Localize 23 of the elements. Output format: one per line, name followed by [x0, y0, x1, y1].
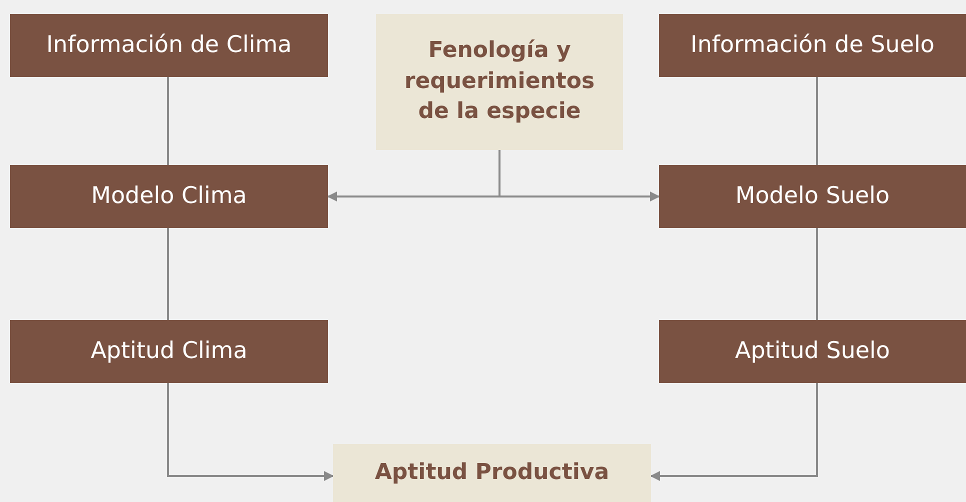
highlight-box: [376, 14, 623, 150]
process-box: [10, 14, 328, 77]
connector-line: [816, 77, 818, 165]
box-label: Aptitud Productiva: [374, 458, 610, 487]
process-box: [10, 165, 328, 228]
arrow: [167, 383, 334, 481]
process-box: [659, 320, 966, 383]
box-label: Información de Clima: [46, 31, 292, 60]
arrow: [498, 150, 660, 202]
box-label: Aptitud Suelo: [734, 337, 890, 366]
connector-line: [167, 77, 169, 165]
process-box: [10, 320, 328, 383]
arrow: [650, 383, 818, 481]
box-label: Modelo Clima: [91, 182, 247, 212]
box-label: Modelo Suelo: [735, 182, 890, 212]
box-label: Fenología y requerimientos de la especie: [403, 36, 596, 126]
connector-line: [167, 228, 169, 320]
process-box: [659, 14, 966, 77]
connector-line: [816, 228, 818, 320]
highlight-box: [333, 444, 651, 502]
box-label: Información de Suelo: [690, 31, 934, 60]
box-label: Aptitud Clima: [90, 337, 248, 366]
process-box: [659, 165, 966, 228]
